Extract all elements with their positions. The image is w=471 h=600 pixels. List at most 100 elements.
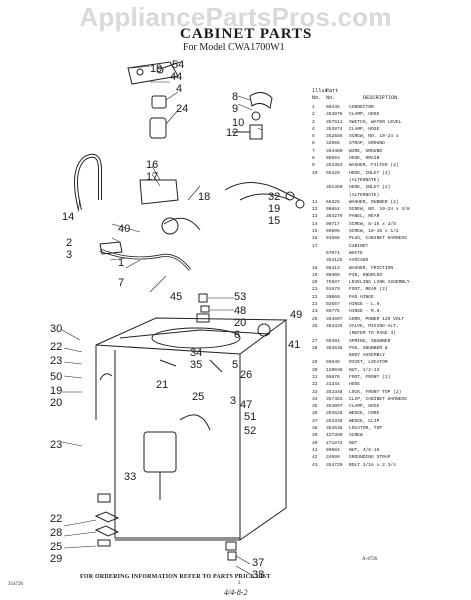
svg-text:54: 54 xyxy=(172,59,184,71)
description-cell: (ALTERNATE) xyxy=(349,177,380,183)
part-no-cell: 120038 xyxy=(326,367,343,373)
description-cell: LOCATOR, TOP xyxy=(349,426,383,432)
illus-no-cell: 34 xyxy=(312,396,318,402)
part-no-cell: 363425 xyxy=(326,323,343,329)
illus-no-cell xyxy=(312,184,326,191)
part-no-cell: 91879 xyxy=(326,287,340,293)
description-cell: LOCK, FRONT TOP (2) xyxy=(349,389,402,395)
ordering-note: FOR ORDERING INFORMATION REFER TO PARTS … xyxy=(80,574,271,580)
description-cell: WEDGE, CORE xyxy=(349,411,380,417)
description-cell: (ALTERNATE) xyxy=(349,192,380,198)
illus-no-cell: 27 xyxy=(312,338,318,344)
svg-text:49: 49 xyxy=(290,309,302,321)
svg-text:47: 47 xyxy=(240,399,252,411)
description-cell: SCREW, NO. 10-24 x 3/8 xyxy=(349,207,410,213)
description-cell: CLAMP, HOSE xyxy=(349,404,380,410)
description-cell: NUT, 1/2-13 xyxy=(349,367,380,373)
svg-text:10: 10 xyxy=(232,117,244,129)
description-cell: SCREW, 10-16 x 1/2 xyxy=(349,229,399,235)
svg-text:25: 25 xyxy=(50,541,62,553)
description-cell: BOLT 3/16 x 2 3/4 xyxy=(349,462,396,468)
svg-text:19: 19 xyxy=(50,385,62,397)
illus-no-cell: 11 xyxy=(312,199,318,205)
svg-text:45: 45 xyxy=(170,291,182,303)
svg-text:20: 20 xyxy=(50,397,62,409)
part-no-cell xyxy=(326,330,349,337)
svg-text:53: 53 xyxy=(234,291,246,303)
part-no-cell: 96413 xyxy=(326,265,340,271)
page-number: 2 xyxy=(238,581,241,586)
svg-text:19: 19 xyxy=(268,203,280,215)
part-no-cell xyxy=(326,177,349,184)
illus-no-cell: 39 xyxy=(312,433,318,439)
part-no-cell: 32965 xyxy=(326,141,340,147)
callout: 19 xyxy=(150,63,162,75)
part-no-cell: 95876 xyxy=(326,374,340,380)
illus-no-cell: 33 xyxy=(312,389,318,395)
svg-text:51: 51 xyxy=(244,411,256,423)
svg-text:44: 44 xyxy=(170,71,182,83)
part-no-cell: 96445 xyxy=(326,105,340,110)
description-cell: CONNECTOR xyxy=(349,105,374,110)
svg-text:14: 14 xyxy=(62,211,74,223)
part-no-cell: 95494 xyxy=(326,338,340,344)
svg-text:26: 26 xyxy=(240,369,252,381)
description-cell: HOSE, DRAIN xyxy=(349,156,380,162)
description-cell: FOOT, REAR (2) xyxy=(349,287,388,293)
description-cell: GROUNDING STRAP xyxy=(349,455,391,461)
document-number: 354726 xyxy=(8,582,23,587)
svg-text:34: 34 xyxy=(190,347,202,359)
part-no-cell: 353362 xyxy=(326,163,343,169)
illus-no-cell xyxy=(312,352,326,359)
illus-no-cell: 8 xyxy=(312,156,315,162)
illus-no-cell: 41 xyxy=(312,447,318,453)
illus-no-cell: 17 xyxy=(312,243,318,249)
svg-text:22: 22 xyxy=(50,513,62,525)
col-illus-no: Illus.No. xyxy=(312,88,331,101)
part-no-cell: 94666 xyxy=(326,236,340,242)
illus-no-cell: 36 xyxy=(312,411,318,417)
illus-no-cell: 38 xyxy=(312,426,318,432)
svg-text:18: 18 xyxy=(198,191,210,203)
svg-text:23: 23 xyxy=(50,355,62,367)
illus-no-cell xyxy=(312,177,326,184)
part-no-cell: 353348 xyxy=(326,389,343,395)
svg-text:3: 3 xyxy=(66,249,72,261)
part-no-cell xyxy=(326,243,349,250)
description-cell: SPRING, SNUBBER xyxy=(349,338,391,344)
part-no-cell: 353978 xyxy=(326,112,343,118)
svg-text:23: 23 xyxy=(50,439,62,451)
part-no-cell: 353528 xyxy=(326,411,343,417)
illus-no-cell: 16 xyxy=(312,236,318,242)
illus-no-cell: 10 xyxy=(312,170,318,176)
table-row: (ALTERNATE) xyxy=(312,192,470,199)
table-row: BODY ASSEMBLY xyxy=(312,352,470,359)
svg-text:50: 50 xyxy=(50,371,62,383)
illus-no-cell: 7 xyxy=(312,148,315,154)
illus-no-cell: 20 xyxy=(312,280,318,286)
part-no-cell: 90605 xyxy=(326,229,340,235)
illus-no-cell xyxy=(312,250,326,257)
description-cell: CLAMP, HOSE xyxy=(349,112,380,118)
part-no-cell: 56325 xyxy=(326,199,340,205)
svg-text:16: 16 xyxy=(146,159,158,171)
